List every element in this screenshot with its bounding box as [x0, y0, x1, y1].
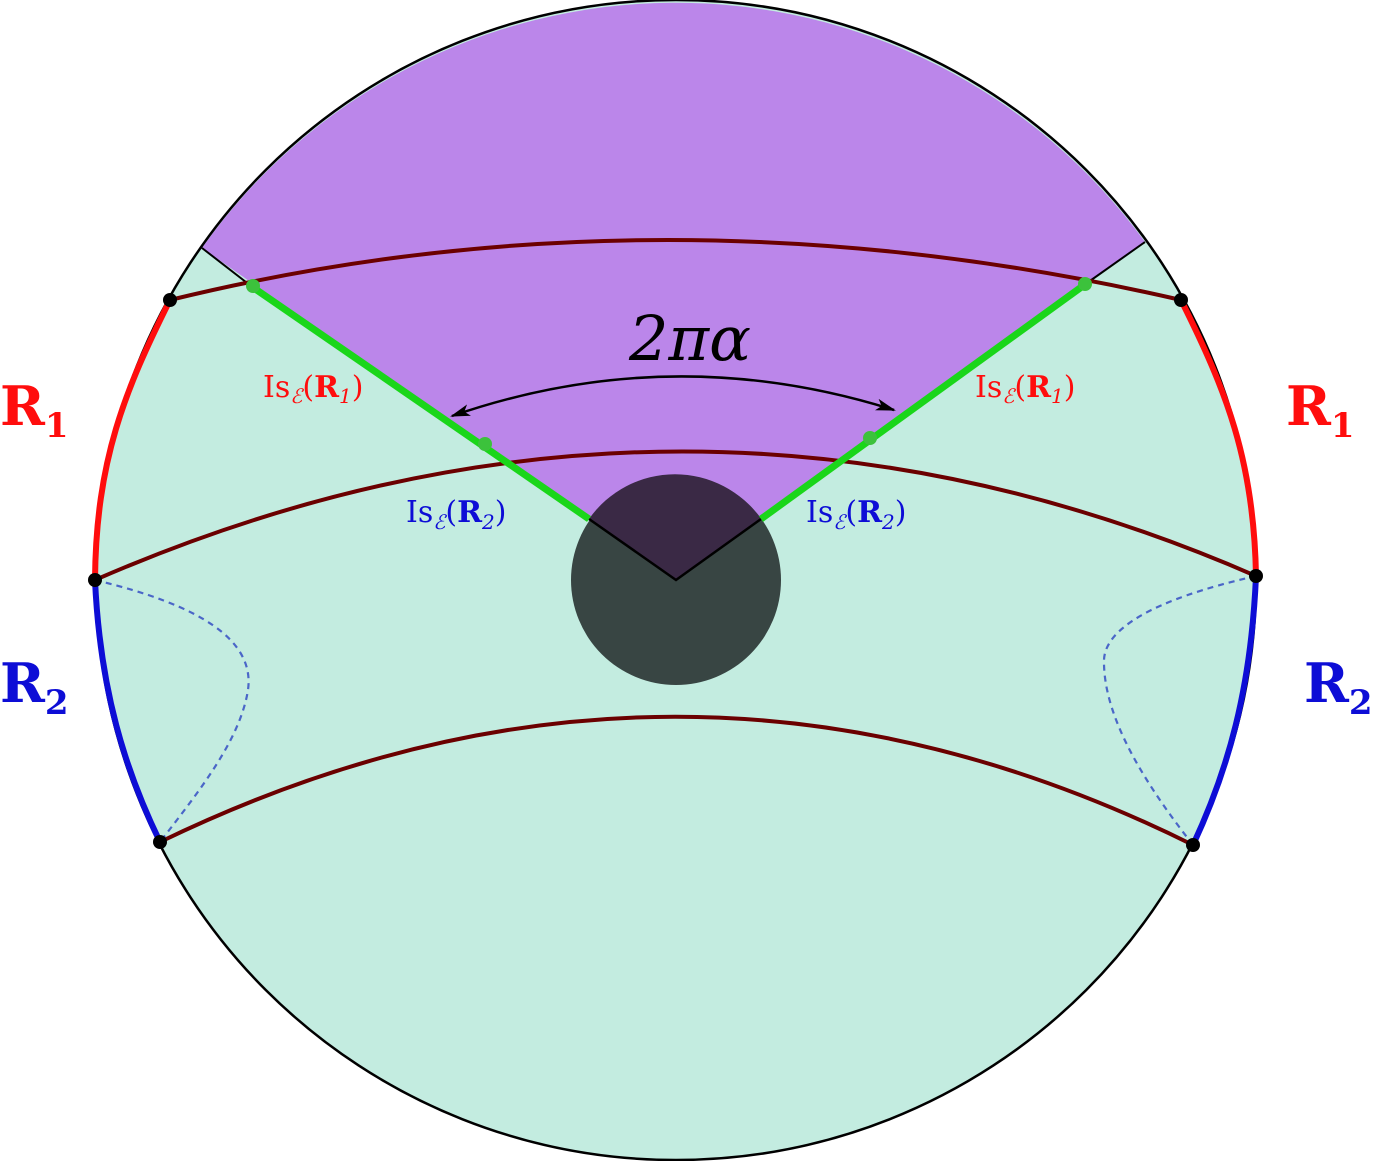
endpoint-left-top — [163, 293, 177, 307]
geodesics — [96, 238, 1256, 847]
wedge-apex-lines — [588, 517, 762, 582]
label-r2-left: R2 — [0, 651, 69, 723]
endpoint-left-mid — [88, 573, 102, 587]
label-r1-right: R1 — [1286, 374, 1355, 446]
boundary-r1-right — [1178, 298, 1259, 577]
boundary-r1-left — [92, 298, 173, 581]
green-dot-left-mid — [478, 437, 492, 451]
endpoint-right-bottom — [1186, 838, 1200, 852]
green-dot-left-top — [246, 279, 260, 293]
wedge-region — [202, 2, 1145, 580]
label-r1-left: R1 — [0, 374, 69, 446]
endpoint-right-top — [1174, 293, 1188, 307]
label-iso-r2-right: Isℰ(R2) — [806, 495, 906, 534]
wedge-edge-right-outer — [1086, 241, 1146, 284]
geodesic-middle — [96, 449, 1256, 582]
angle-label: 2πα — [628, 302, 751, 375]
endpoint-left-bottom — [153, 835, 167, 849]
dashed-surface-left — [94, 578, 250, 843]
defect-wedge-overlap — [589, 474, 761, 580]
label-iso-r1-left: Isℰ(R1) — [263, 370, 363, 408]
green-dot-right-mid — [863, 431, 877, 445]
label-iso-r1-right: Isℰ(R1) — [975, 370, 1075, 408]
geodesic-bottom — [159, 714, 1194, 847]
wedge-edge-right-green — [758, 280, 1090, 522]
wedge-edge-left-outer — [201, 247, 252, 287]
boundary-r2-right — [1190, 575, 1259, 847]
green-dot-right-top — [1078, 277, 1092, 291]
label-iso-r2-left: Isℰ(R2) — [406, 495, 506, 534]
geodesic-top — [169, 238, 1182, 302]
endpoint-right-mid — [1249, 569, 1263, 583]
label-r2-right: R2 — [1304, 651, 1373, 723]
boundary-r2-left — [92, 579, 163, 844]
wedge-edge-left-green — [249, 283, 591, 522]
angle-arrow — [450, 375, 896, 418]
